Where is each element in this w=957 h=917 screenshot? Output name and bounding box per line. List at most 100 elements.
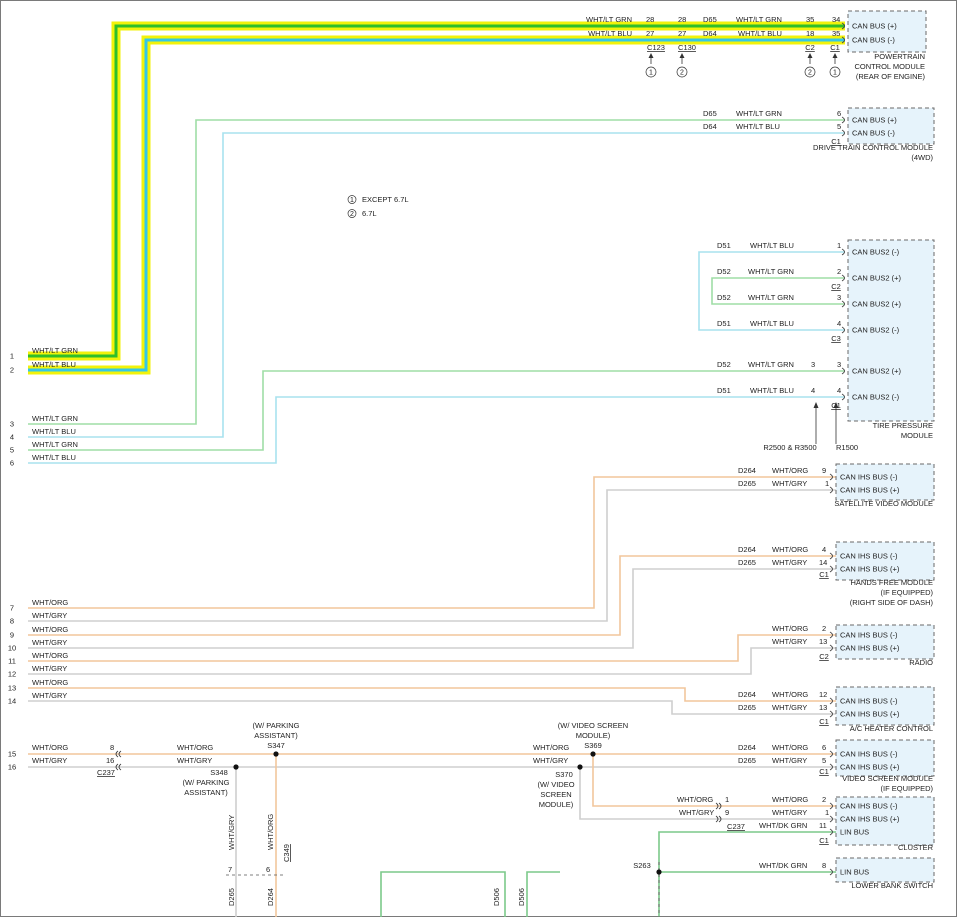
left-pin-color-5: WHT/LT GRN	[32, 440, 78, 449]
wire-label-v5: D506	[492, 888, 501, 906]
pin-terminal-pcm-0	[841, 22, 845, 30]
note-s347: S347	[267, 741, 285, 750]
wire-label-l28: WHT/LT GRN	[748, 293, 794, 302]
note-vs4: SCREEN	[540, 790, 571, 799]
wire-label-l38: WHT/LT BLU	[750, 386, 794, 395]
left-pin-color-1: WHT/LT GRN	[32, 346, 78, 355]
note-vs2: MODULE)	[576, 731, 611, 740]
wire-label-l80: 2	[822, 795, 826, 804]
left-pin-color-2: WHT/LT BLU	[32, 360, 76, 369]
module-ach	[835, 686, 935, 726]
c237-left-terminal-1	[115, 763, 122, 771]
pin-label-hfm-1: CAN IHS BUS (+)	[840, 565, 900, 574]
wire-label-l73: WHT/GRY	[533, 756, 568, 765]
wire-label-l86: 11	[819, 821, 827, 830]
left-pin-7: 7	[10, 604, 14, 613]
wire-s370-cluster	[579, 767, 845, 820]
left-pin-color-3: WHT/LT GRN	[32, 414, 78, 423]
wire-tpm-loop-grn	[711, 277, 845, 305]
wire-highlight-grn-halo	[28, 21, 845, 361]
pin-terminal-tpm-3	[841, 326, 845, 334]
wire-d506-left	[380, 871, 506, 917]
pin-label-hfm-0: CAN IHS BUS (-)	[840, 552, 898, 561]
pin-label-ach-1: CAN IHS BUS (+)	[840, 710, 900, 719]
note-s263: S263	[633, 861, 651, 870]
ref-marker-m1: 1	[649, 70, 653, 77]
left-pin-6: 6	[10, 459, 14, 468]
wire-label-l54: 2	[822, 624, 826, 633]
wire-label-l9: 27	[646, 29, 654, 38]
pin-terminal-radio-0	[829, 631, 833, 639]
module-name-vsm-0: VIDEO SCREEN MODULE	[842, 774, 933, 783]
wire-label-l31: WHT/LT BLU	[750, 319, 794, 328]
wire-pin7-svm	[28, 476, 845, 609]
wire-label-l85: WHT/DK GRN	[759, 821, 807, 830]
module-cluster	[835, 796, 935, 846]
wire-s369-cluster	[592, 754, 845, 807]
pin-label-svm-0: CAN IHS BUS (-)	[840, 473, 898, 482]
ref-marker-m4: 1	[833, 70, 837, 77]
c237-right-terminal-0	[715, 802, 722, 810]
wire-pin12-radio	[28, 647, 845, 675]
wire-label-l70: WHT/GRY	[32, 756, 67, 765]
wire-label-l5: WHT/LT GRN	[736, 15, 782, 24]
conn-label-c1c: C1	[819, 836, 829, 845]
module-name-svm-0: SATELLITE VIDEO MODULE	[834, 499, 933, 508]
arrowhead-r15	[833, 402, 839, 408]
module-name-pcm-0: POWERTRAIN	[874, 52, 925, 61]
wire-label-l39: 4	[811, 386, 815, 395]
pin-terminal-tpm-2	[841, 300, 845, 308]
wire-label-l68: WHT/ORG	[772, 743, 808, 752]
module-name-hfm-0: HANDS FREE MODULE	[850, 578, 933, 587]
wire-label-l48: WHT/ORG	[772, 545, 808, 554]
conn-label-c1b: C1	[831, 137, 841, 146]
pin-terminal-pcm-1	[841, 36, 845, 44]
wire-label-l13: 18	[806, 29, 814, 38]
wire-pin11-radio	[28, 634, 845, 662]
wire-pin14-ach	[28, 700, 845, 715]
wire-pin13-ach	[28, 687, 845, 702]
wire-label-l14: 35	[832, 29, 840, 38]
ref-circle-m1	[645, 66, 657, 78]
wire-label-l56: 13	[819, 637, 827, 646]
wire-label-l74: D265	[738, 756, 756, 765]
wire-label-l22: WHT/LT BLU	[750, 241, 794, 250]
wire-pin8-svm	[28, 489, 845, 622]
wire-label-l61: WHT/GRY	[772, 703, 807, 712]
wire-d506-right	[526, 871, 560, 917]
wire-label-l10: 27	[678, 29, 686, 38]
wire-label-l35: 3	[811, 360, 815, 369]
wire-label-l20: 5	[837, 122, 841, 131]
module-name-hfm-2: (RIGHT SIDE OF DASH)	[850, 598, 934, 607]
module-hfm	[835, 541, 935, 581]
wire-label-l67: D264	[738, 743, 756, 752]
legend-circle-1	[347, 209, 357, 218]
wire-label-l8: WHT/LT BLU	[588, 29, 632, 38]
legend-text-1: 6.7L	[362, 209, 377, 218]
note-vs1: (W/ VIDEO SCREEN	[558, 721, 628, 730]
left-pin-11: 11	[8, 657, 16, 666]
wire-label-l45: WHT/GRY	[772, 479, 807, 488]
wire-label-l77: WHT/ORG	[677, 795, 713, 804]
module-name-cluster-0: CLUSTER	[898, 843, 934, 852]
left-pin-color-8: WHT/GRY	[32, 611, 67, 620]
module-svm	[835, 463, 935, 501]
pin-label-radio-1: CAN IHS BUS (+)	[840, 644, 900, 653]
wire-label-v1: WHT/GRY	[227, 815, 236, 850]
conn-label-c1h: C1	[819, 570, 829, 579]
s369-dot	[590, 751, 596, 757]
wire-label-l84: 1	[825, 808, 829, 817]
wire-label-l32: 4	[837, 319, 841, 328]
left-pin-2: 2	[10, 366, 14, 375]
module-name-lbs-0: LOWER BANK SWITCH	[851, 881, 933, 890]
wire-label-l58: WHT/ORG	[772, 690, 808, 699]
wire-label-l87: WHT/DK GRN	[759, 861, 807, 870]
note-r25: R2500 & R3500	[763, 443, 816, 452]
pin-label-lbs-0: LIN BUS	[840, 868, 869, 877]
wire-label-l1: WHT/LT GRN	[586, 15, 632, 24]
module-name-dtcm-0: DRIVE TRAIN CONTROL MODULE	[813, 143, 933, 152]
module-name-radio-0: RADIO	[909, 658, 933, 667]
note-s348: S348	[210, 768, 228, 777]
wire-label-l79: WHT/ORG	[772, 795, 808, 804]
pin-label-svm-1: CAN IHS BUS (+)	[840, 486, 900, 495]
